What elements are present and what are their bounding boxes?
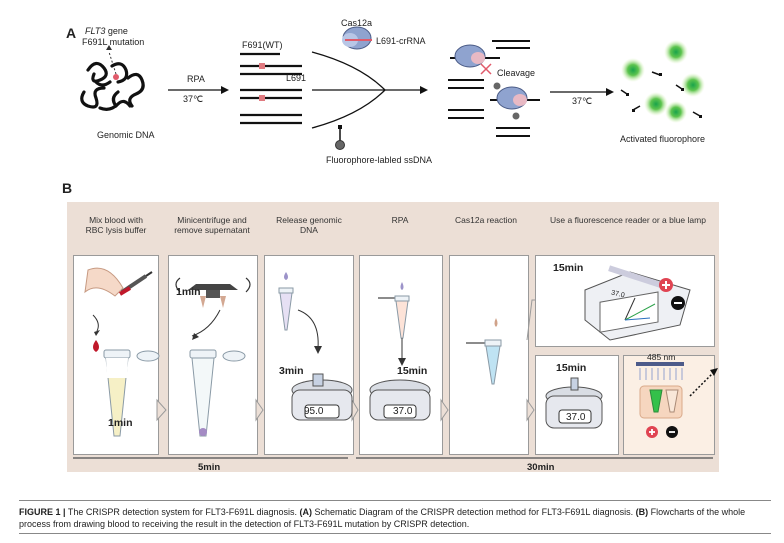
cas12a-protein-icon <box>342 26 372 50</box>
temp-label-2: 37℃ <box>572 96 593 106</box>
heater-icon-lamp <box>545 377 603 429</box>
panel-b-diagram <box>73 265 718 459</box>
step-6-label: Use a fluorescence reader or a blue lamp <box>550 215 706 225</box>
panel-a-letter: A <box>66 25 77 41</box>
l691-label: L691 <box>286 73 307 83</box>
total-time-right: 30min <box>527 462 555 473</box>
caption-b-tag: (B) <box>635 507 649 517</box>
reader-time: 15min <box>553 262 584 274</box>
step-3-time: 3min <box>279 365 304 377</box>
genomic-dna-label: Genomic DNA <box>97 130 155 140</box>
panel-a-diagram <box>80 26 705 150</box>
syringe-icon <box>84 267 153 297</box>
figure-caption: FIGURE 1 | The CRISPR detection system f… <box>19 506 769 530</box>
caption-rule-bottom <box>19 533 771 534</box>
step-1-label: Mix blood with RBC lysis buffer <box>85 215 147 235</box>
f691-wt-label: F691(WT) <box>242 40 283 50</box>
activated-fluorophore-icons <box>620 40 705 123</box>
step-4-label: RPA <box>391 215 409 225</box>
tube-icon-1 <box>103 349 160 437</box>
heater-icon-4 <box>369 379 431 421</box>
heater-display-4: 37.0 <box>393 406 413 417</box>
caption-text-2: Schematic Diagram of the CRISPR detectio… <box>311 507 636 517</box>
step-1-time: 1min <box>108 417 133 429</box>
caption-text-1: The CRISPR detection system for FLT3-F69… <box>65 507 300 517</box>
mutation-dot <box>113 74 119 80</box>
crrna-label: L691-crRNA <box>376 36 426 46</box>
cas12a-tube-icon <box>466 318 502 385</box>
ssdna-label: Fluorophore-labled ssDNA <box>326 155 433 165</box>
mutation-label: F691L mutation <box>82 37 145 47</box>
step-2-time: 1min <box>176 286 201 298</box>
wavelength-label: 485 nm <box>647 352 676 362</box>
total-time-left: 5min <box>198 462 221 473</box>
caption-fig-label: FIGURE 1 | <box>19 507 66 517</box>
blue-lamp-icon <box>636 362 684 419</box>
activated-label: Activated fluorophore <box>620 134 706 144</box>
genomic-dna-icon <box>80 61 145 111</box>
blood-drop-icon <box>93 340 99 352</box>
cleavage-label: Cleavage <box>497 68 536 78</box>
panel-b-letter: B <box>62 180 73 196</box>
heater-display-3: 95.0 <box>304 406 324 417</box>
step-2-label: Minicentrifuge and remove supernatant <box>174 215 250 235</box>
step-4-time: 15min <box>397 365 428 377</box>
temp-label-1: 37℃ <box>183 94 204 104</box>
pipette-tube-icon-4 <box>378 282 410 339</box>
gene-label: FLT3 gene <box>85 26 128 36</box>
rpa-label-a: RPA <box>187 74 205 84</box>
cas12a-label: Cas12a <box>341 18 373 28</box>
tube-icon-3 <box>278 287 294 331</box>
tube-icon-2 <box>189 349 246 437</box>
caption-rule <box>19 500 771 501</box>
cleavage-complex-icon <box>454 44 528 120</box>
heater-icon-3 <box>291 373 353 421</box>
caption-a-tag: (A) <box>299 507 312 517</box>
minicentrifuge-icon <box>175 277 251 308</box>
drop-icon-3 <box>284 272 288 280</box>
step-5-label: Cas12a reaction <box>455 215 517 225</box>
step-3-label: Release genomic DNA <box>276 215 342 235</box>
lamp-heater-display: 37.0 <box>566 412 586 423</box>
caption-text-3: Flowcharts of the whole process from dra… <box>19 507 746 529</box>
lamp-time: 15min <box>556 362 587 374</box>
